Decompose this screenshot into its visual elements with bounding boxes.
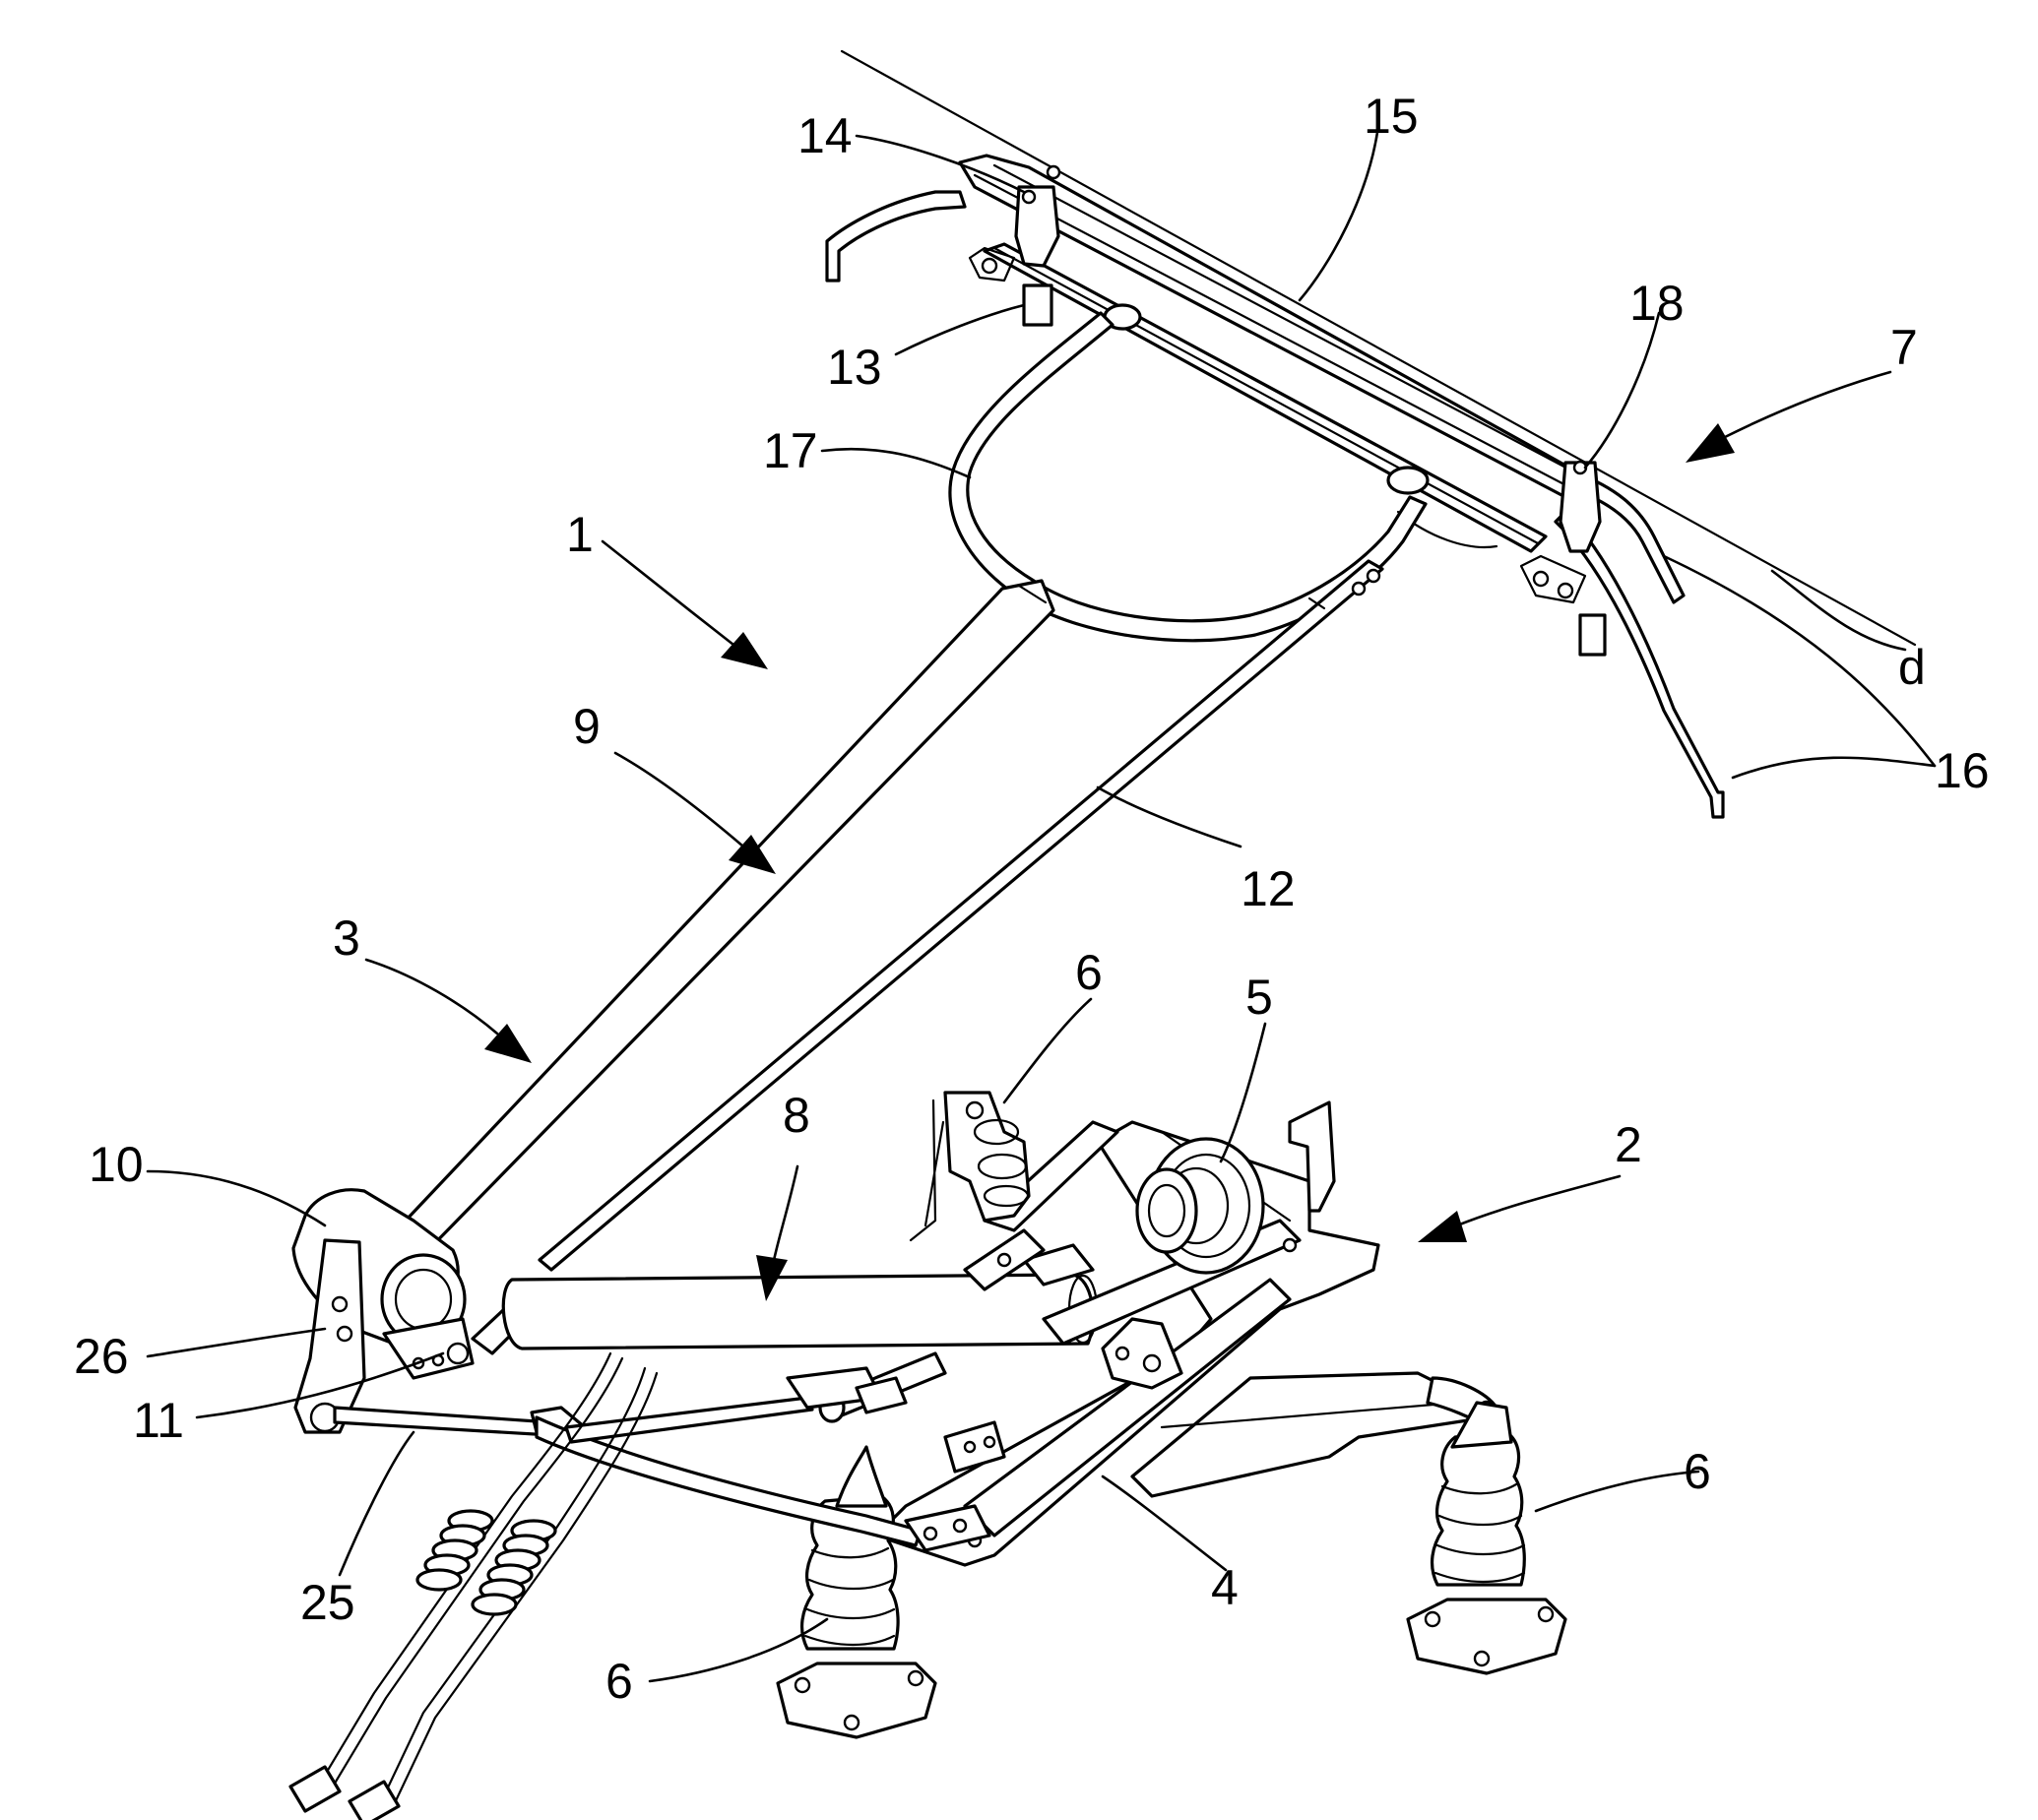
label-d: d	[1898, 640, 1926, 695]
base-struts	[1132, 1373, 1497, 1496]
label-17: 17	[763, 423, 818, 478]
arrow-2	[1418, 1211, 1467, 1242]
label-12: 12	[1241, 861, 1296, 916]
label-7: 7	[1890, 320, 1918, 375]
label-9: 9	[573, 699, 601, 754]
label-8: 8	[783, 1088, 810, 1143]
insulator-bottom	[778, 1447, 935, 1737]
cable-insulator-left	[417, 1511, 492, 1590]
label-15: 15	[1364, 89, 1419, 144]
label-14: 14	[797, 108, 853, 163]
coupling-rod	[335, 1368, 989, 1550]
label-11: 11	[133, 1393, 184, 1448]
arrow-1	[721, 632, 768, 669]
arrow-7	[1686, 423, 1735, 463]
label-6-bottom: 6	[605, 1654, 633, 1709]
label-6-right: 6	[1684, 1444, 1711, 1499]
label-3: 3	[333, 910, 360, 966]
label-4: 4	[1211, 1560, 1239, 1615]
label-16: 16	[1935, 743, 1990, 798]
label-26: 26	[74, 1329, 129, 1384]
label-25: 25	[300, 1575, 355, 1630]
label-2: 2	[1615, 1117, 1642, 1172]
label-5: 5	[1245, 970, 1273, 1025]
label-18: 18	[1629, 276, 1685, 331]
label-6-top: 6	[1075, 945, 1103, 1000]
insulator-right	[1408, 1403, 1565, 1673]
label-1: 1	[566, 507, 594, 562]
label-10: 10	[89, 1137, 144, 1192]
label-13: 13	[827, 340, 882, 395]
